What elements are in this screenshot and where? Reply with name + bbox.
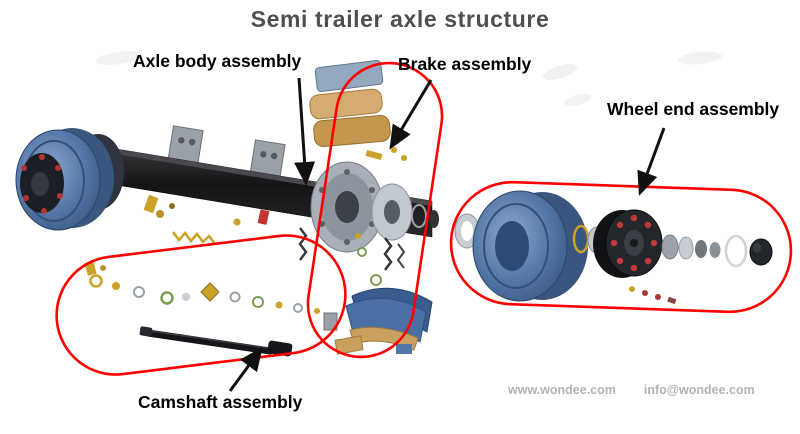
brake-springs [355,233,406,286]
shadow-smudges [96,51,722,106]
wheel-end-caps [629,234,773,305]
camshaft-rod [139,326,293,357]
wheel-end-assembly-outline [449,180,793,314]
camshaft-small-parts [84,260,338,331]
label-camshaft-assembly: Camshaft assembly [138,392,303,412]
highlight-outlines [55,61,793,376]
axle-hardware [143,194,308,261]
brake-spider-flange [310,161,427,253]
axle-body-arrow [294,77,316,186]
label-wheel-end-assembly: Wheel end assembly [607,99,780,119]
callout-arrows [228,77,666,392]
brake-assembly-outline [306,61,444,359]
label-axle-body-assembly: Axle body assembly [133,51,302,71]
brake-arrow [389,79,433,150]
brake-shoe-bottom [334,287,433,355]
camshaft-assembly-outline [55,234,347,376]
website-text: www.wondee.com [508,383,616,397]
email-text: info@wondee.com [643,383,755,397]
label-brake-assembly: Brake assembly [398,54,532,74]
watermark: www.wondee.com info@wondee.com [508,383,755,397]
page-title: Semi trailer axle structure [250,6,550,32]
camshaft-arrow [228,346,263,392]
wheel-end-parts [454,190,607,302]
left-brake-drum [15,128,124,231]
wheel-hub [593,209,663,278]
wheel-end-arrow [637,127,666,196]
